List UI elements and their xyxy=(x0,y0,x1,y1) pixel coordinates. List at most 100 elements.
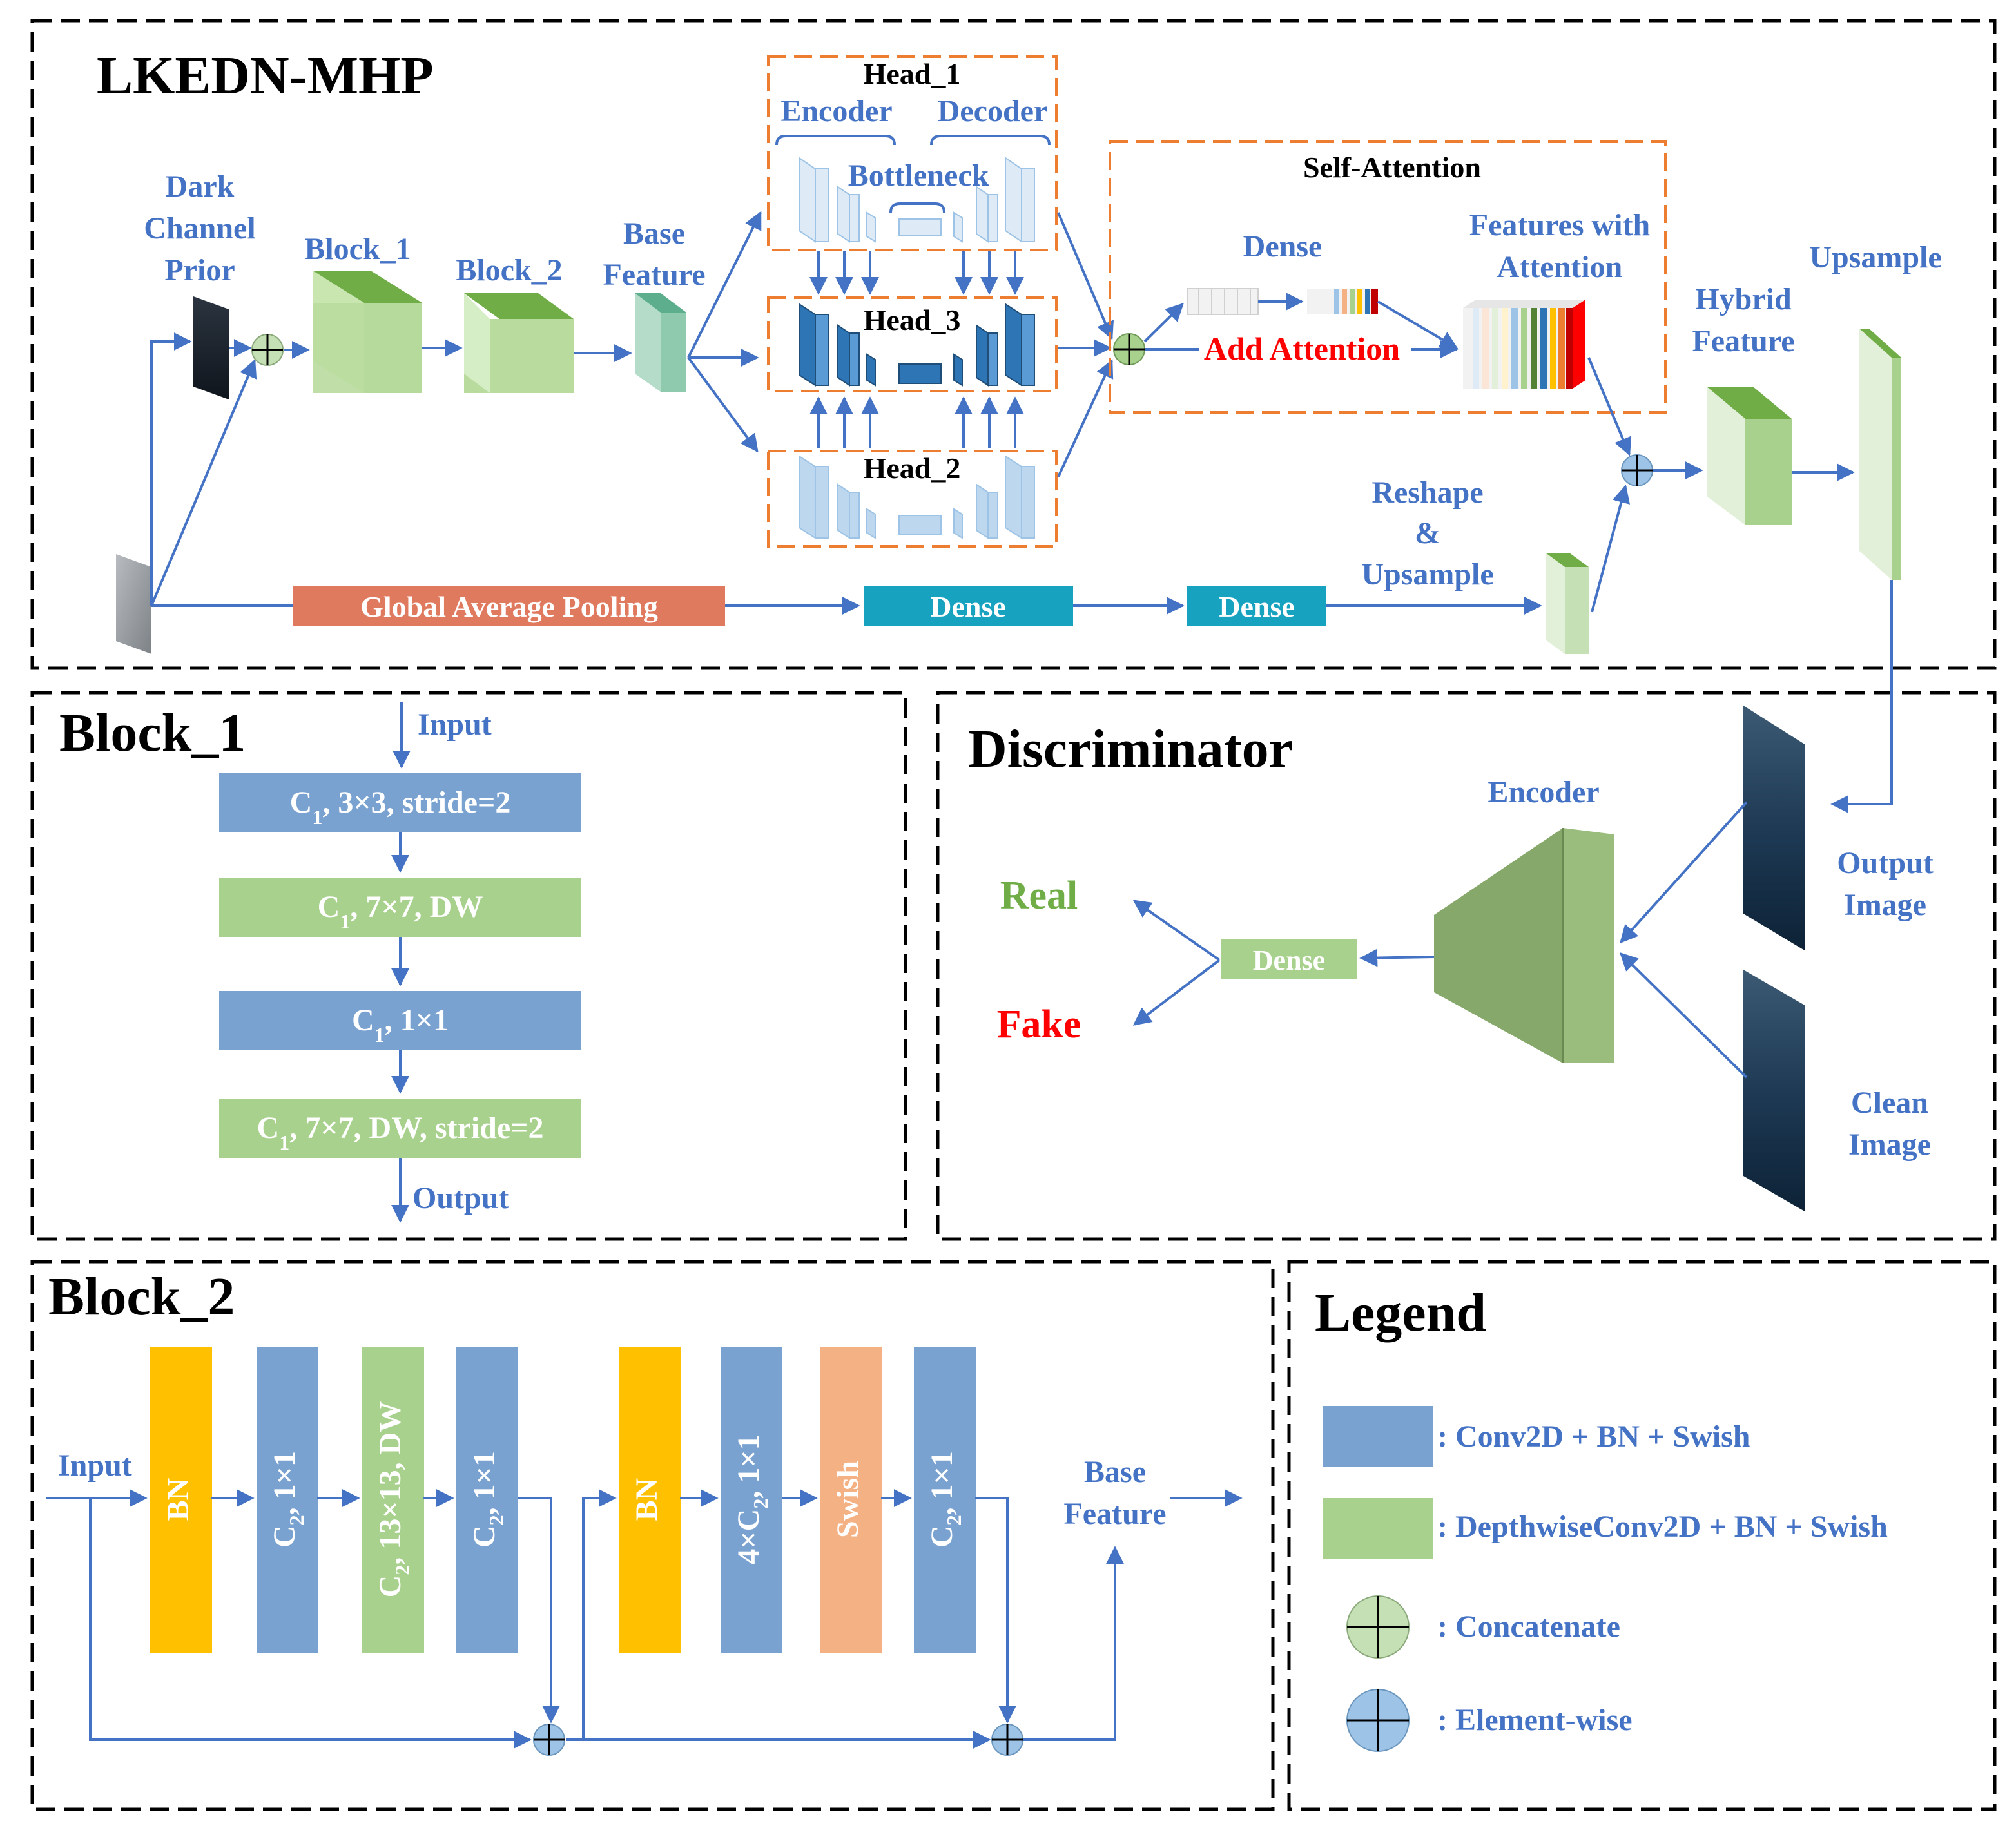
bottleneck-bracket xyxy=(889,202,945,213)
head1-decoder-label: Decoder xyxy=(938,94,1048,128)
panel-frame-legend xyxy=(1287,1260,1997,1811)
legend-label-elementwise: : Element-wise xyxy=(1437,1703,1633,1737)
legend-label-depthwise: : DepthwiseConv2D + BN + Swish xyxy=(1437,1510,1888,1544)
head3-box xyxy=(767,296,1058,392)
dark-channel-image xyxy=(193,296,229,399)
upsample-block xyxy=(1859,329,1901,580)
legend-swatch-conv xyxy=(1323,1406,1433,1467)
block2-bar-8 xyxy=(914,1347,976,1653)
head1-encoder-label: Encoder xyxy=(780,94,892,128)
reshape-block xyxy=(1546,553,1589,654)
block2-bar-label-5: BN xyxy=(630,1477,664,1521)
dense-a-label: Dense xyxy=(930,590,1006,623)
block1-row-label-1: C1, 3×3, stride=2 xyxy=(290,785,511,829)
block2-bar-7 xyxy=(820,1347,882,1653)
block2-label: Block_2 xyxy=(456,253,562,287)
head-interconnect-arrows xyxy=(809,251,1024,448)
clean-image xyxy=(1743,970,1805,1211)
upsample-label: Upsample xyxy=(1809,240,1941,274)
real-label: Real xyxy=(1000,874,1078,918)
legend-elementwise-icon xyxy=(1346,1689,1410,1752)
discriminator-dense-box xyxy=(1221,939,1357,979)
block2-bar-3 xyxy=(362,1347,424,1653)
gap-box xyxy=(293,586,725,626)
elementwise-node-block2-b xyxy=(991,1724,1023,1756)
head2-to-concat-arrow xyxy=(1057,359,1114,477)
gap-label: Global Average Pooling xyxy=(360,590,658,623)
base-to-head2-arrow xyxy=(687,356,759,453)
output-image-label-2: Image xyxy=(1844,888,1926,922)
output-image-label-1: Output xyxy=(1837,846,1933,880)
dark-channel-label-2: Channel xyxy=(144,211,255,245)
block2-bar-5 xyxy=(619,1347,681,1653)
features-attention-label-1: Features with xyxy=(1469,208,1650,242)
attention-weights-vector xyxy=(1307,289,1378,314)
dark-channel-label-3: Prior xyxy=(164,253,235,287)
clean-to-encoder-arrow xyxy=(1620,952,1748,1079)
block2-bar-4 xyxy=(456,1347,518,1653)
dark-channel-label-1: Dark xyxy=(166,169,235,204)
features-to-elementwise-arrow xyxy=(1587,357,1632,456)
concatenate-node-1 xyxy=(251,334,284,366)
block2-cube xyxy=(464,293,574,393)
features-with-attention-block xyxy=(1463,300,1585,389)
block2-bar-1 xyxy=(150,1347,212,1653)
base-feature-label-2: Feature xyxy=(603,258,705,292)
head3-label: Head_3 xyxy=(864,303,961,336)
panel-frame-discriminator xyxy=(936,691,1997,1241)
discriminator-encoder-block xyxy=(1434,828,1614,1063)
block2-bar-label-6: 4×C2, 1×1 xyxy=(732,1434,772,1564)
add-attention-label: Add Attention xyxy=(1204,331,1400,367)
head1-box xyxy=(767,55,1058,251)
self-attention-label: Self-Attention xyxy=(1303,151,1481,184)
main-title: LKEDN-MHP xyxy=(97,46,434,106)
dense-a-box xyxy=(864,586,1073,626)
reshape-to-elementwise-arrow xyxy=(1591,485,1631,613)
reshape-label-3: Upsample xyxy=(1361,557,1493,592)
input-image xyxy=(116,554,151,654)
legend-concatenate-icon xyxy=(1346,1595,1410,1659)
block2-bar-label-3: C2, 13×13, DW xyxy=(373,1401,414,1598)
encoder-to-dense-arrow xyxy=(1359,948,1435,967)
dense-to-real-arrow xyxy=(1132,900,1221,961)
block1-row-2 xyxy=(219,878,581,937)
concat-to-dense-arrow xyxy=(1143,303,1184,343)
block2-bar-label-8: C2, 1×1 xyxy=(925,1451,965,1548)
elementwise-node-main xyxy=(1621,454,1653,486)
block2-bar-6 xyxy=(721,1347,782,1653)
block1-row-4 xyxy=(219,1099,581,1158)
dense-b-label: Dense xyxy=(1219,590,1295,623)
block2-bar-label-7: Swish xyxy=(831,1461,865,1538)
dense-to-fake-arrow xyxy=(1132,959,1221,1026)
block1-row-label-3: C1, 1×1 xyxy=(352,1003,449,1046)
base-feature-block xyxy=(635,293,686,392)
attention-dense-vector xyxy=(1187,288,1259,315)
hybrid-feature-label-1: Hybrid xyxy=(1695,282,1792,316)
block2-base-feature-label-2: Feature xyxy=(1063,1497,1166,1531)
input-to-concat-arrow xyxy=(150,359,257,606)
block1-label: Block_1 xyxy=(304,232,411,266)
output-image xyxy=(1743,706,1805,950)
legend-swatch-depthwise xyxy=(1323,1498,1433,1559)
concatenate-node-2 xyxy=(1113,333,1145,365)
legend-label-conv: : Conv2D + BN + Swish xyxy=(1437,1419,1750,1454)
block1-input-label: Input xyxy=(418,707,492,742)
encoder-bracket xyxy=(775,135,896,146)
block1-output-label: Output xyxy=(412,1181,509,1215)
input-to-dcp-arrow xyxy=(150,332,192,606)
block2-bar-label-2: C2, 1×1 xyxy=(267,1451,308,1548)
discriminator-dense-label: Dense xyxy=(1253,945,1325,976)
features-attention-label-2: Attention xyxy=(1497,250,1623,284)
block2-base-feature-label-1: Base xyxy=(1084,1455,1146,1489)
dense-b-box xyxy=(1187,586,1326,626)
panel-frame-block2 xyxy=(30,1260,1275,1811)
block2-bar-label-4: C2, 1×1 xyxy=(467,1451,508,1548)
head2-layers xyxy=(799,455,1035,539)
hybrid-feature-block xyxy=(1707,387,1792,525)
elementwise-node-block2-a xyxy=(533,1724,565,1756)
block1-row-label-4: C1, 7×7, DW, stride=2 xyxy=(257,1111,544,1154)
base-feature-label-1: Base xyxy=(623,216,685,251)
